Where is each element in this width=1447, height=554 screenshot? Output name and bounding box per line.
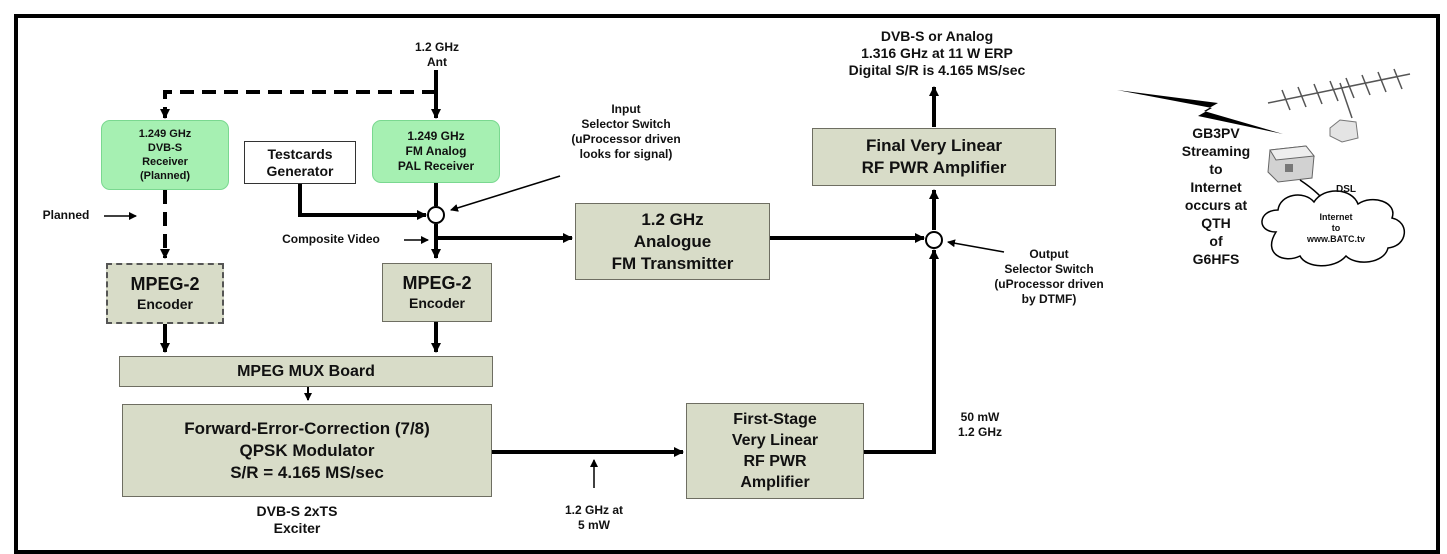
cloud-icon xyxy=(1261,190,1405,267)
input-switch-pointer xyxy=(450,175,561,212)
input-selector-switch xyxy=(427,206,445,224)
dsl-label: DSL xyxy=(1336,184,1356,195)
fec-qpsk-modulator-block: Forward-Error-Correction (7/8)QPSK Modul… xyxy=(122,404,492,497)
modem-icon xyxy=(1267,145,1315,183)
lightning-icon xyxy=(1117,90,1283,134)
first-amp-to-switch-line xyxy=(864,249,939,454)
antenna-icon xyxy=(1267,68,1411,119)
planned-label: Planned xyxy=(42,208,90,222)
output-switch-pointer xyxy=(947,239,1005,253)
output-selector-switch xyxy=(925,231,943,249)
mpeg-mux-board-block: MPEG MUX Board xyxy=(119,356,493,387)
composite-video-label: Composite Video xyxy=(282,232,380,246)
planned-dashed-line xyxy=(160,90,436,119)
connector-layer xyxy=(104,68,1411,488)
computer-icon xyxy=(1329,119,1359,143)
testcards-to-switch-line xyxy=(298,184,427,220)
